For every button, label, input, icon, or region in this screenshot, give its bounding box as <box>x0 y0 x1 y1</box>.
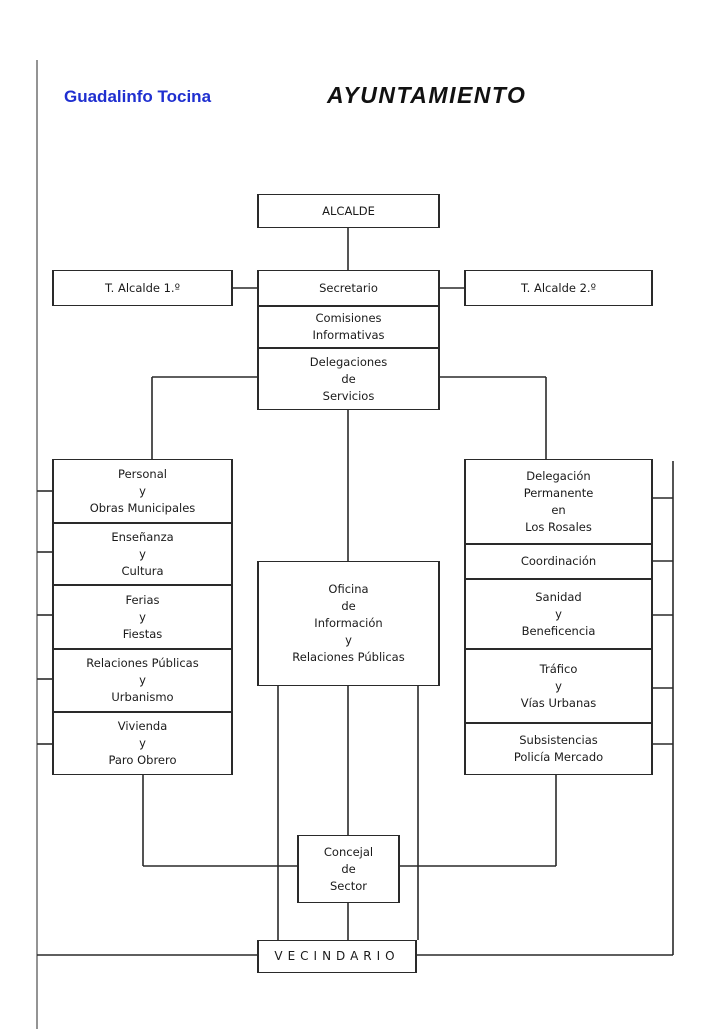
node-label-line: Obras Municipales <box>89 500 196 515</box>
node-label-line: Permanente <box>523 485 594 500</box>
node-label-line: Delegación <box>526 468 591 483</box>
node-label-line: Informativas <box>312 328 385 342</box>
node-label-line: en <box>551 502 566 517</box>
box-alcalde: ALCALDE <box>257 194 440 228</box>
node-label-line: Oficina <box>328 582 369 596</box>
box-vecindario: VECINDARIO <box>257 940 417 973</box>
node-label-line: de <box>341 599 356 613</box>
node-label-line: y <box>555 606 562 621</box>
node-label-line: Sanidad <box>535 589 582 604</box>
node-label-line: y <box>139 736 146 750</box>
node-label-line: Enseñanza <box>111 529 174 544</box>
node-label-line: Delegaciones <box>309 354 388 369</box>
node-label-line: Relaciones Públicas <box>86 656 199 670</box>
node-label-line: Coordinación <box>520 554 597 568</box>
node-label-line: y <box>139 609 146 624</box>
node-label-line: Ferias <box>125 592 160 607</box>
node-label-line: de <box>341 861 356 876</box>
node-label-line: y <box>555 678 562 693</box>
node-label-line: Relaciones Públicas <box>292 650 405 664</box>
node-label-line: Servicios <box>322 388 375 403</box>
node-label-line: Personal <box>118 466 167 481</box>
node-label-line: y <box>345 633 352 647</box>
node-label-line: Subsistencias <box>519 733 598 747</box>
node-label-line: Comisiones <box>315 311 382 325</box>
box-teniente-alcalde-2: T. Alcalde 2.º <box>464 270 653 306</box>
node-label-line: Policía Mercado <box>513 750 604 764</box>
node-label-line: ALCALDE <box>322 203 375 218</box>
page-title: AYUNTAMIENTO <box>327 82 527 108</box>
header-left-label: Guadalinfo Tocina <box>64 87 212 106</box>
node-label-line: y <box>139 483 146 498</box>
node-label-line: Vías Urbanas <box>520 695 597 710</box>
node-label-line: Secretario <box>319 280 378 295</box>
node-label-line: Información <box>314 616 383 630</box>
box-secretario: Secretario <box>257 270 440 306</box>
node-label-line: Tráfico <box>539 661 578 676</box>
node-label-line: T. Alcalde 1.º <box>104 280 181 295</box>
node-label-line: Urbanismo <box>111 690 174 704</box>
node-label-line: Sector <box>330 878 367 893</box>
node-label-line: Vivienda <box>117 719 168 733</box>
node-label-line: Fiestas <box>122 626 163 641</box>
node-label-line: Paro Obrero <box>108 753 177 767</box>
node-label-line: VECINDARIO <box>274 949 400 963</box>
node-label-line: Los Rosales <box>525 519 592 534</box>
node-label-line: Cultura <box>121 563 164 578</box>
node-label-line: y <box>139 673 146 687</box>
box-coordinacion: Coordinación <box>464 544 653 579</box>
node-label-line: Beneficencia <box>521 623 596 638</box>
box-teniente-alcalde-1: T. Alcalde 1.º <box>52 270 233 306</box>
node-label-line: Concejal <box>323 844 374 859</box>
node-label-line: de <box>341 371 356 386</box>
node-label-line: y <box>139 546 146 561</box>
node-label-line: T. Alcalde 2.º <box>520 280 597 295</box>
